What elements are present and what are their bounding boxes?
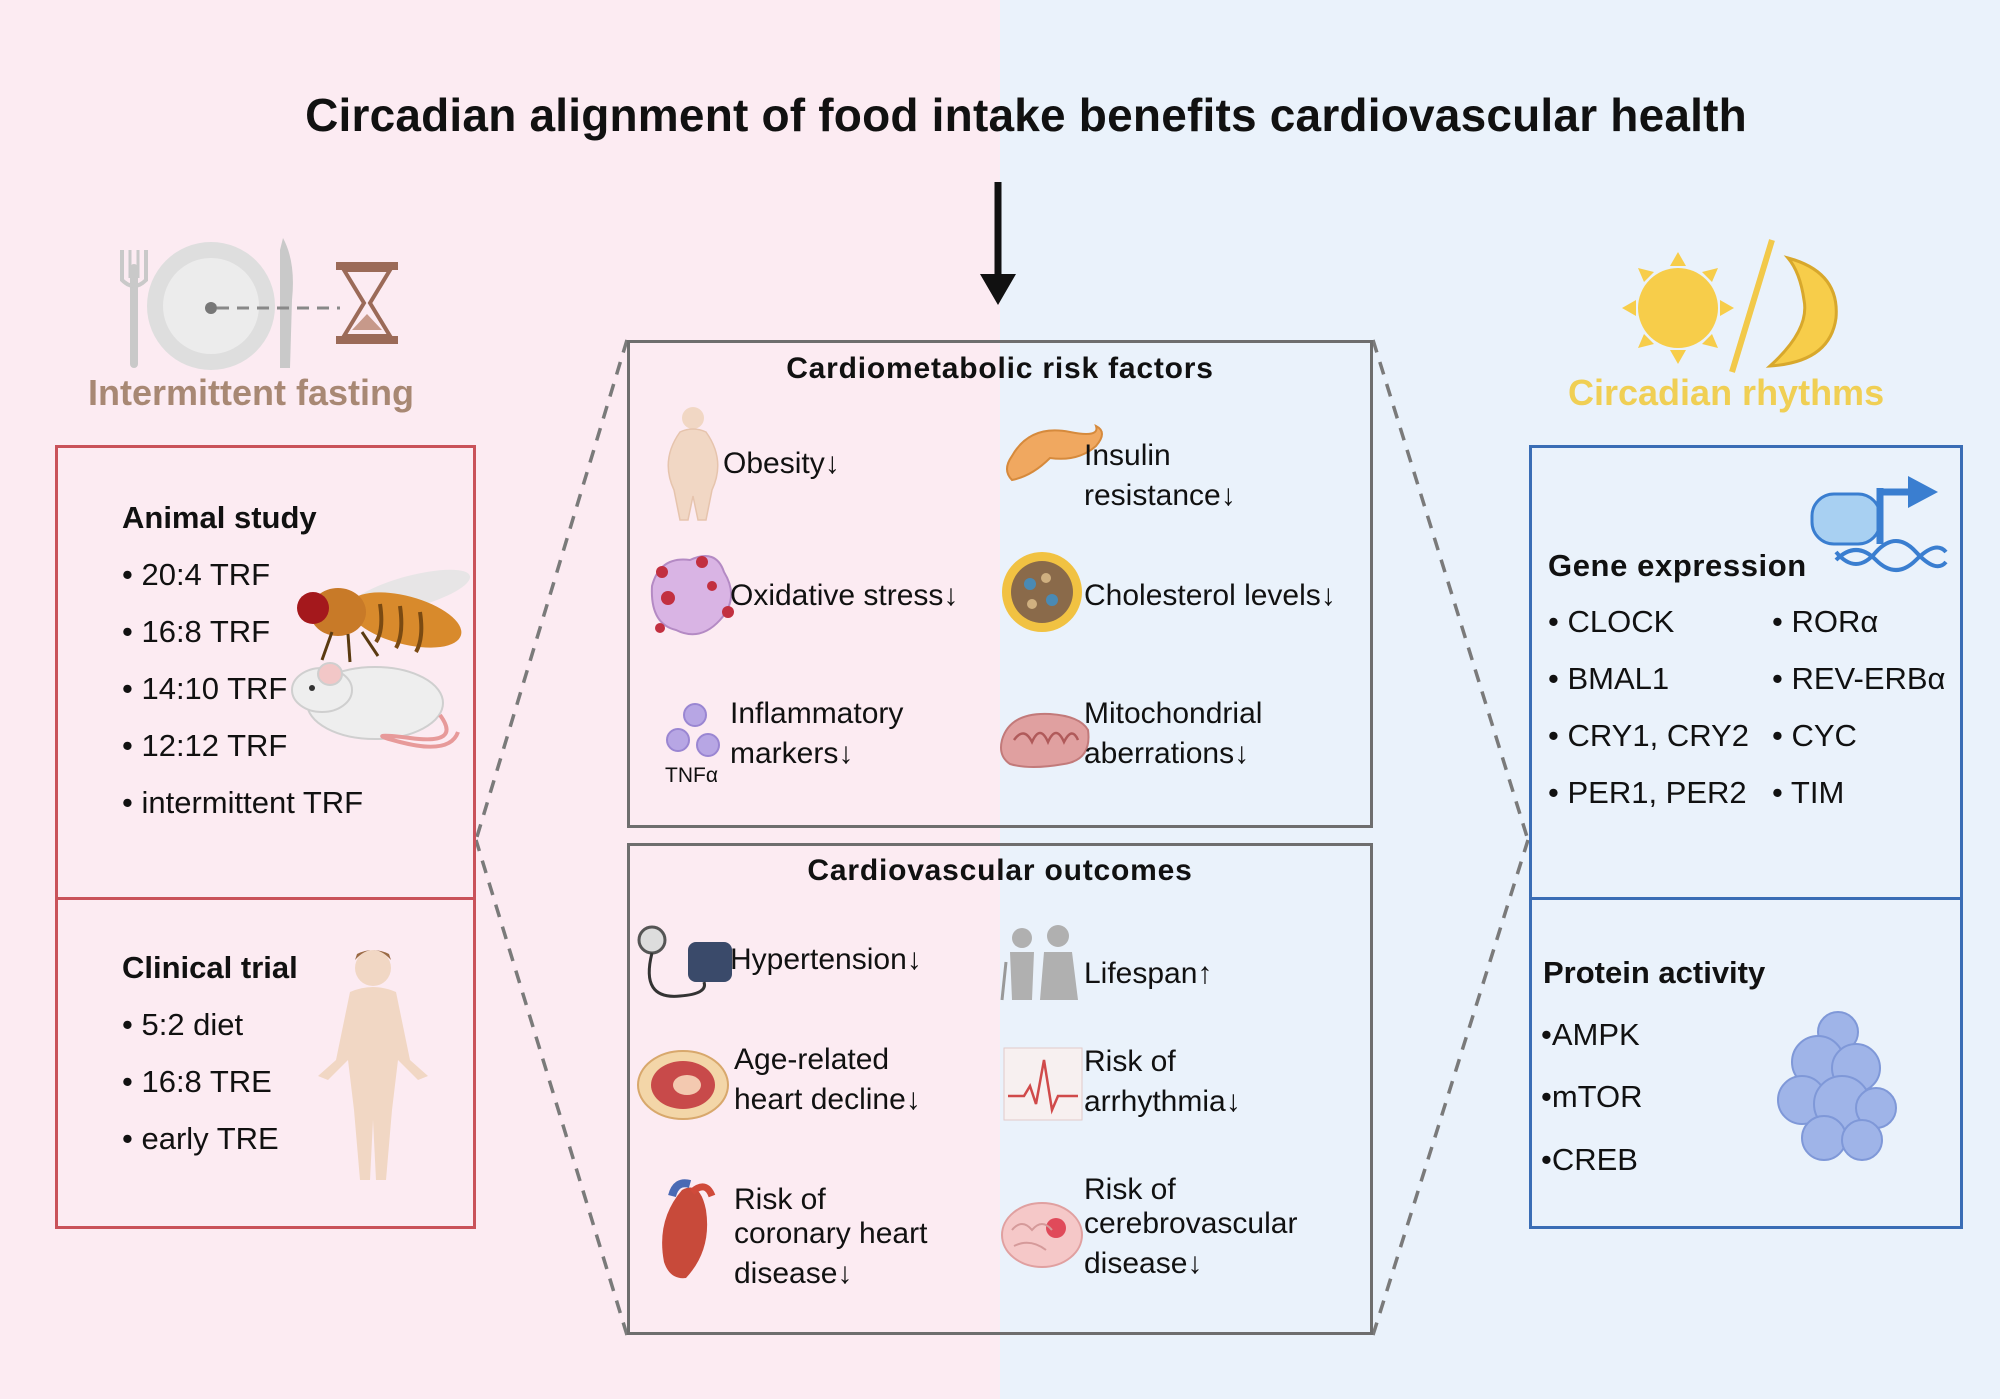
gene-item: • TIM bbox=[1772, 775, 1845, 810]
tnf-alpha-label: TNFα bbox=[665, 764, 718, 787]
outcomes-panel bbox=[627, 843, 1373, 1335]
down-arrow-icon bbox=[980, 182, 1016, 305]
gene-item: • CYC bbox=[1772, 718, 1857, 753]
oxidative-stress-label: Oxidative stress↓ bbox=[730, 579, 959, 612]
gene-expression-heading: Gene expression bbox=[1548, 548, 1807, 583]
age-related-label-line1: Age-related bbox=[734, 1043, 890, 1076]
protein-item: •AMPK bbox=[1541, 1017, 1640, 1052]
obese-figure-icon bbox=[667, 407, 719, 521]
risk-factors-heading: Cardiometabolic risk factors bbox=[786, 352, 1214, 385]
protein-item: •CREB bbox=[1541, 1142, 1638, 1177]
arrhythmia-label-line1: Risk of bbox=[1084, 1045, 1176, 1078]
animal-study-item: • 14:10 TRF bbox=[122, 671, 288, 706]
clinical-trial-item: • early TRE bbox=[122, 1121, 279, 1156]
coronary-label-line2: coronary heart bbox=[734, 1217, 928, 1250]
hypertension-label: Hypertension↓ bbox=[730, 943, 922, 976]
gene-item: • PER1, PER2 bbox=[1548, 775, 1747, 810]
panel-divider bbox=[1532, 897, 1960, 900]
heart-cross-section-icon bbox=[637, 1050, 729, 1120]
brain-icon bbox=[1001, 1202, 1083, 1268]
heart-icon bbox=[662, 1179, 716, 1279]
circadian-rhythms-panel bbox=[1529, 445, 1963, 1229]
clinical-trial-heading: Clinical trial bbox=[122, 950, 298, 985]
obesity-label: Obesity↓ bbox=[723, 447, 840, 480]
gene-item: • CRY1, CRY2 bbox=[1548, 718, 1749, 753]
gene-item: • REV-ERBα bbox=[1772, 661, 1946, 696]
inflammatory-markers-icon bbox=[666, 703, 720, 757]
arrhythmia-label-line2: arrhythmia↓ bbox=[1084, 1085, 1241, 1118]
left-background bbox=[0, 0, 1000, 1399]
gene-item: • RORα bbox=[1772, 604, 1879, 639]
intermittent-fasting-panel bbox=[55, 445, 476, 1229]
mitochondrion-icon bbox=[1000, 712, 1090, 768]
cerebro-label-line2: cerebrovascular bbox=[1084, 1207, 1298, 1240]
mitochondrial-label-line1: Mitochondrial bbox=[1084, 697, 1263, 730]
intermittent-fasting-heading: Intermittent fasting bbox=[88, 372, 415, 413]
cholesterol-label: Cholesterol levels↓ bbox=[1084, 579, 1336, 612]
blood-pressure-cuff-icon bbox=[637, 925, 732, 998]
inflammatory-label-line2: markers↓ bbox=[730, 737, 854, 770]
inflammatory-label-line1: Inflammatory bbox=[730, 697, 904, 730]
protein-activity-heading: Protein activity bbox=[1543, 955, 1766, 990]
mitochondrial-label-line2: aberrations↓ bbox=[1084, 737, 1250, 770]
coronary-label-line1: Risk of bbox=[734, 1183, 826, 1216]
protein-item: •mTOR bbox=[1541, 1079, 1643, 1114]
age-related-label-line2: heart decline↓ bbox=[734, 1083, 921, 1116]
animal-study-item: • 20:4 TRF bbox=[122, 557, 271, 592]
insulin-label-line2: resistance↓ bbox=[1084, 479, 1236, 512]
animal-study-item: • 12:12 TRF bbox=[122, 728, 288, 763]
cerebro-label-line1: Risk of bbox=[1084, 1173, 1176, 1206]
gene-item: • CLOCK bbox=[1548, 604, 1675, 639]
animal-study-item: • intermittent TRF bbox=[122, 785, 364, 820]
clinical-trial-item: • 16:8 TRE bbox=[122, 1064, 272, 1099]
ecg-icon bbox=[1003, 1047, 1083, 1121]
pancreas-icon bbox=[1006, 424, 1103, 482]
elderly-couple-icon bbox=[1000, 925, 1078, 1001]
circadian-rhythms-heading: Circadian rhythms bbox=[1568, 372, 1885, 413]
gene-item: • BMAL1 bbox=[1548, 661, 1670, 696]
coronary-label-line3: disease↓ bbox=[734, 1257, 853, 1290]
cerebro-label-line3: disease↓ bbox=[1084, 1247, 1203, 1280]
risk-factors-panel bbox=[627, 340, 1373, 828]
outcomes-heading: Cardiovascular outcomes bbox=[807, 854, 1193, 887]
animal-study-heading: Animal study bbox=[122, 500, 317, 535]
sun-icon bbox=[1622, 252, 1734, 364]
lipoprotein-icon bbox=[1002, 552, 1082, 632]
right-background bbox=[1000, 0, 2000, 1399]
panel-divider bbox=[58, 897, 473, 900]
lifespan-label: Lifespan↑ bbox=[1084, 957, 1213, 990]
page-title: Circadian alignment of food intake benef… bbox=[305, 89, 1747, 141]
clinical-trial-item: • 5:2 diet bbox=[122, 1007, 244, 1042]
animal-study-item: • 16:8 TRF bbox=[122, 614, 271, 649]
oxidative-cell-icon bbox=[650, 555, 734, 636]
dashed-connectors bbox=[474, 339, 1530, 1336]
insulin-label-line1: Insulin bbox=[1084, 439, 1171, 472]
